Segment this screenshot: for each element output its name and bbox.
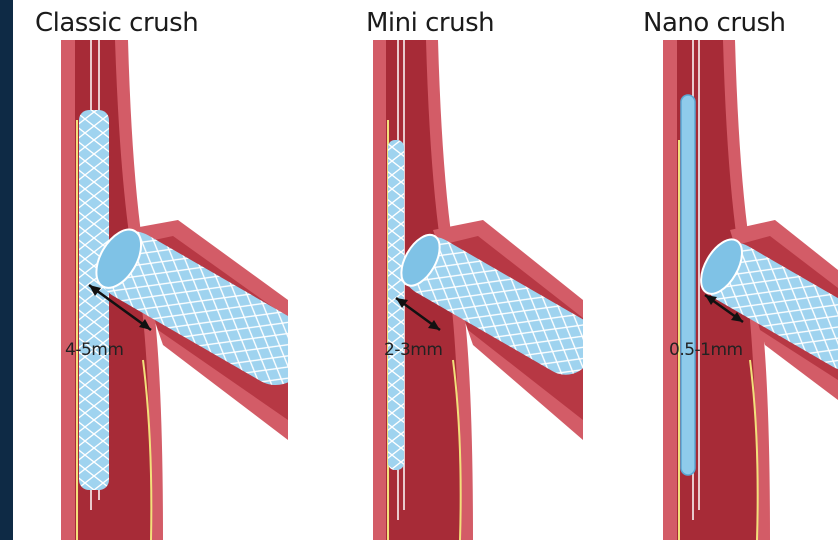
measurement-label: 2-3mm — [384, 340, 442, 360]
panel-title: Mini crush — [366, 8, 494, 38]
panel-nano-crush: Nano crush 0.5-1mm — [625, 0, 838, 540]
figure-frame: Classic crush 4-5mm — [13, 0, 838, 540]
nano-crush-illustration — [625, 0, 838, 540]
mini-crush-illustration — [338, 0, 583, 540]
measurement-label: 4-5mm — [65, 340, 123, 360]
panel-classic-crush: Classic crush 4-5mm — [13, 0, 288, 540]
panel-title: Classic crush — [35, 8, 198, 38]
panel-title: Nano crush — [643, 8, 786, 38]
classic-crush-illustration — [13, 0, 288, 540]
panel-mini-crush: Mini crush 2-3mm — [338, 0, 583, 540]
measurement-label: 0.5-1mm — [669, 340, 743, 360]
